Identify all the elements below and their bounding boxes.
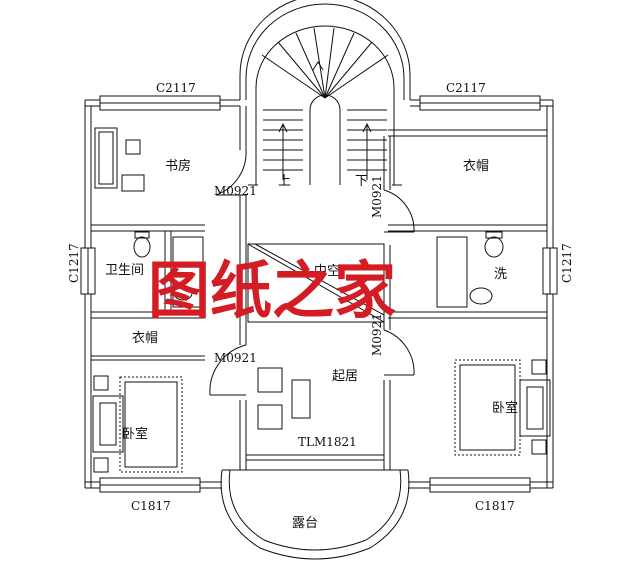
- study-desk: [94, 127, 145, 192]
- room-label-wardrobe-right: 衣帽: [463, 158, 489, 174]
- door-label-m0921-right-mid: M0921: [370, 313, 384, 356]
- bathroom-fixtures-left: [133, 231, 204, 308]
- door-swings: [209, 149, 415, 396]
- living-chairs: [257, 367, 311, 430]
- room-label-wash: 洗: [494, 267, 507, 282]
- interior-walls: [91, 106, 547, 470]
- window-label-c1817-left: C1817: [131, 499, 171, 513]
- bathroom-fixtures-right: [436, 231, 504, 308]
- door-label-tlm1821: TLM1821: [298, 435, 357, 449]
- room-label-balcony: 露台: [292, 516, 318, 531]
- bed-left: [92, 375, 183, 473]
- room-label-void: 中空: [314, 264, 340, 279]
- door-label-m0921-study: M0921: [214, 184, 257, 198]
- window-label-c2117-right: C2117: [446, 81, 486, 95]
- stair-down-label: 下: [355, 174, 368, 189]
- balcony-outline: [220, 469, 410, 560]
- window-label-c2117-left: C2117: [156, 81, 196, 95]
- door-label-m0921-bedroom: M0921: [214, 351, 257, 365]
- room-label-bedroom-right: 卧室: [492, 400, 518, 416]
- room-label-bedroom-left: 卧室: [122, 426, 148, 442]
- room-label-bathroom: 卫生间: [105, 263, 144, 278]
- room-label-living: 起居: [332, 369, 358, 384]
- stair-up-label: 上: [278, 174, 291, 189]
- room-label-wardrobe-left: 衣帽: [132, 330, 158, 346]
- stair-tower: [239, 0, 411, 186]
- window-label-c1217-right: C1217: [560, 243, 574, 283]
- window-label-c1817-right: C1817: [475, 499, 515, 513]
- window-label-c1217-left: C1217: [67, 243, 81, 283]
- void-area: [247, 243, 385, 323]
- door-label-m0921-right-top: M0921: [370, 175, 384, 218]
- watermark-text: 图纸之家: [148, 254, 396, 327]
- outer-walls: [80, 95, 558, 493]
- room-label-study: 书房: [165, 158, 191, 174]
- bed-right: [454, 359, 551, 456]
